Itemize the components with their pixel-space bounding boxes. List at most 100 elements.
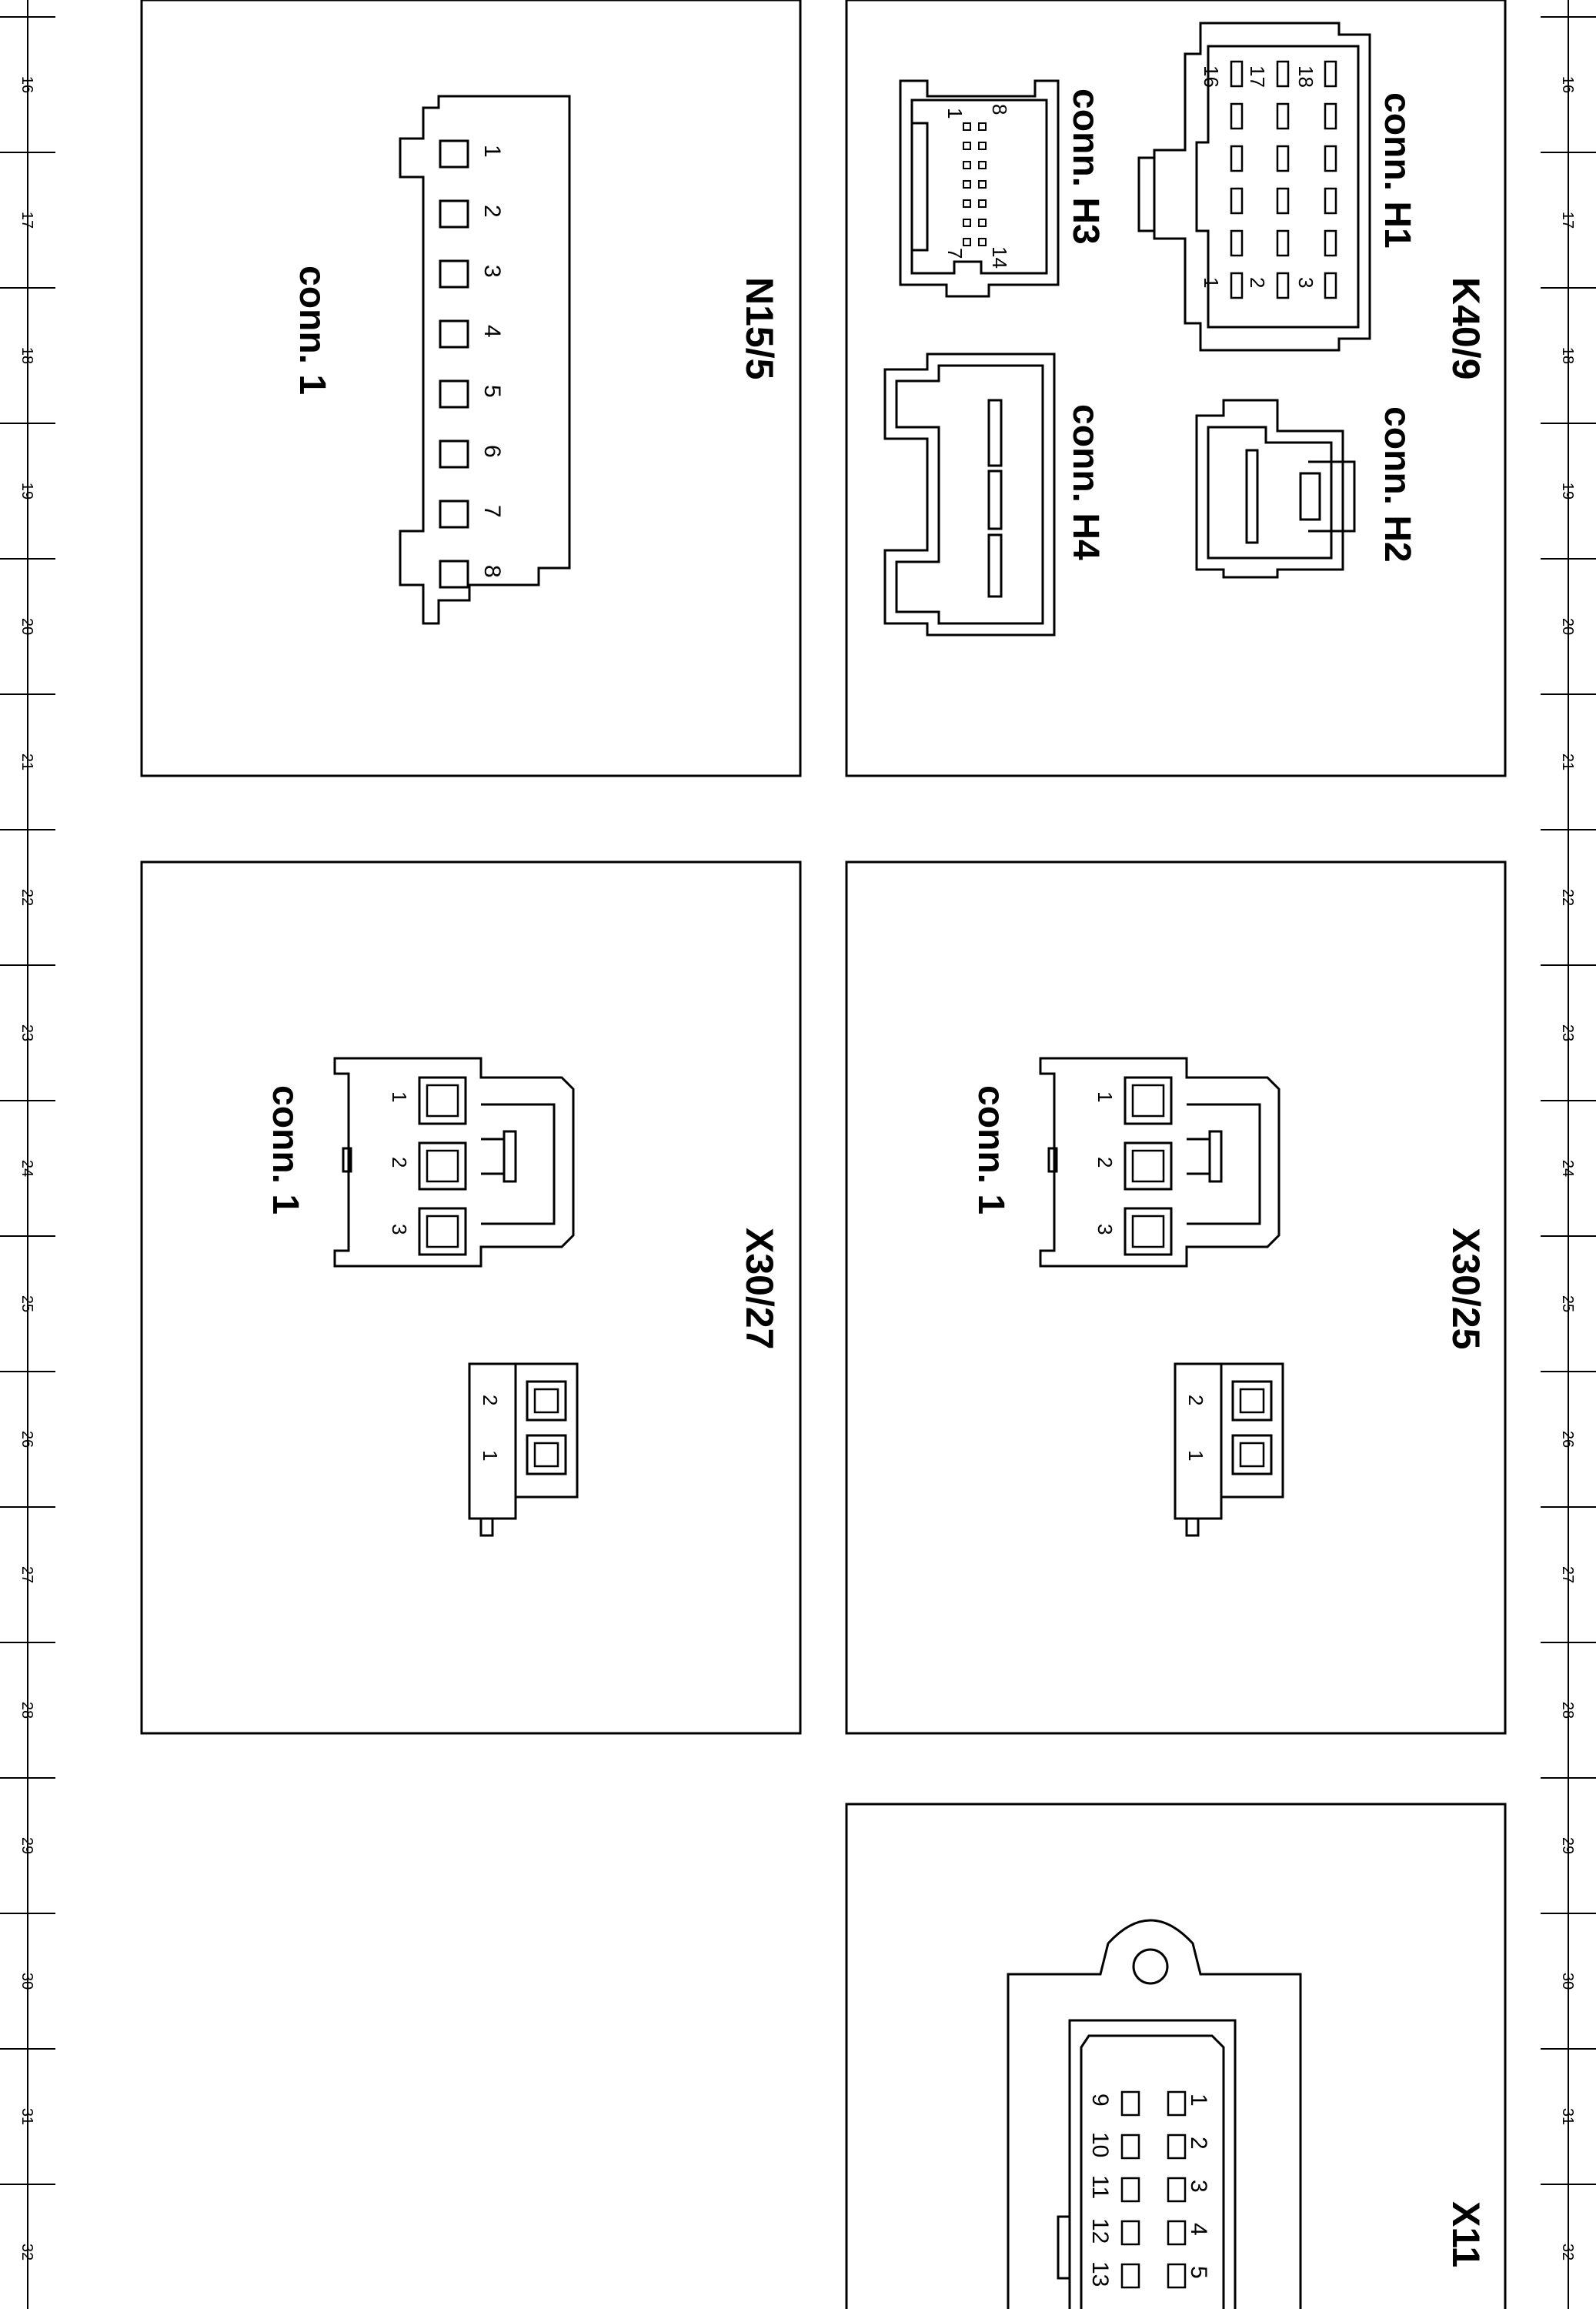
ruler-label-right-25: 25 — [1559, 1295, 1576, 1312]
n15-5-pin-6: 6 — [479, 445, 505, 458]
socket-outer — [1124, 1207, 1173, 1256]
ruler-label-left-28: 28 — [18, 1702, 35, 1719]
x30-25-title: X30/25 — [1444, 1228, 1487, 1349]
socket-outer — [1124, 1076, 1173, 1125]
x30-25-box — [845, 860, 1507, 1735]
h1-pin-slot — [1324, 60, 1337, 88]
ruler-label-left-25: 25 — [18, 1295, 35, 1312]
conn-h2-connector — [1195, 399, 1356, 579]
x30-25-section: X30/25 conn. 1 1 2 3 2 1 — [970, 1057, 1487, 1537]
x11-pin-socket — [1167, 2220, 1187, 2246]
x11-diagnostic-connector — [1007, 1919, 1302, 2309]
h1-pin-slot — [1230, 187, 1244, 215]
x11-pin-socket — [1120, 2220, 1140, 2246]
socket-outer — [418, 1076, 467, 1125]
x11-pin-socket — [1167, 2134, 1187, 2160]
x30-25-3pin-numbers: 1 2 3 — [1093, 1091, 1117, 1235]
h1-pin-17: 17 — [1246, 65, 1269, 88]
x11-pin-socket — [1167, 2263, 1187, 2289]
socket-inner — [533, 1388, 559, 1414]
ruler-label-left-26: 26 — [18, 1431, 35, 1448]
ruler-label-right-20: 20 — [1559, 618, 1576, 635]
x11-pin-13: 13 — [1087, 2261, 1113, 2287]
h3-pin-dot — [963, 180, 971, 189]
x11-pin-sockets — [1120, 2090, 1187, 2289]
x30-25-pin-3: 3 — [1093, 1224, 1117, 1235]
n15-5-pin-8: 8 — [479, 565, 505, 578]
socket-inner — [1131, 1215, 1165, 1248]
n15-5-pin-socket — [439, 139, 469, 169]
socket-outer — [526, 1434, 567, 1475]
ruler-label-left-17: 17 — [18, 212, 35, 229]
x11-section: X11 1 2 3 4 5 9 10 11 12 13 — [1007, 1919, 1487, 2309]
x30-27-pin-1: 1 — [388, 1091, 411, 1102]
x30-25-2pin-2: 2 — [1184, 1395, 1207, 1405]
ruler-label-right-19: 19 — [1559, 483, 1576, 500]
ruler-label-left-29: 29 — [18, 1837, 35, 1854]
socket-outer — [526, 1380, 567, 1422]
n15-5-conn-label: conn. 1 — [292, 266, 332, 395]
x30-27-box — [140, 860, 802, 1735]
h1-pin-slot — [1324, 102, 1337, 130]
ruler-label-left-27: 27 — [18, 1566, 35, 1583]
x11-pin-2: 2 — [1186, 2137, 1211, 2150]
socket-inner — [426, 1084, 459, 1118]
h3-pin-dot — [963, 199, 971, 208]
x11-pin-5: 5 — [1186, 2266, 1211, 2279]
ruler-label-right-28: 28 — [1559, 1702, 1576, 1719]
ruler-label-right-31: 31 — [1559, 2108, 1576, 2125]
n15-5-pin-3: 3 — [479, 265, 505, 278]
ruler-label-right-29: 29 — [1559, 1837, 1576, 1854]
ruler-label-left-18: 18 — [18, 347, 35, 364]
conn-h3-connector — [899, 79, 1060, 298]
n15-5-connector-body — [399, 95, 571, 625]
ruler-label-right-22: 22 — [1559, 889, 1576, 906]
x11-pin-socket — [1120, 2090, 1140, 2117]
ruler-label-left-22: 22 — [18, 889, 35, 906]
h3-pin-dot — [963, 219, 971, 227]
h3-pin-14: 14 — [988, 246, 1011, 269]
h1-pin-3: 3 — [1294, 277, 1317, 288]
conn-h4-connector — [883, 353, 1056, 637]
ruler-label-left-32: 32 — [18, 2244, 35, 2261]
h1-pin-slot — [1230, 60, 1244, 88]
ruler-label-left-19: 19 — [18, 483, 35, 500]
h3-pin-dot — [978, 219, 987, 227]
ruler-label-left-21: 21 — [18, 754, 35, 770]
h1-pin-slot — [1230, 229, 1244, 257]
x30-25-3pin-connector — [1039, 1057, 1280, 1268]
ruler-label-left-24: 24 — [18, 1160, 35, 1177]
h1-pin-slot — [1276, 229, 1290, 257]
x11-pin-socket — [1167, 2090, 1187, 2117]
h1-pin-slot — [1230, 272, 1244, 299]
h3-pin-1: 1 — [943, 108, 967, 119]
ruler-label-right-18: 18 — [1559, 347, 1576, 364]
h3-pin-dot — [963, 142, 971, 150]
x11-pin-socket — [1120, 2263, 1140, 2289]
h1-pin-18: 18 — [1294, 65, 1317, 88]
x30-27-2pin-connector — [468, 1362, 579, 1537]
x11-box — [845, 1803, 1507, 2309]
ruler-label-right-23: 23 — [1559, 1024, 1576, 1041]
conn-h1-pin-numbers: 16 17 18 1 2 3 — [1200, 65, 1317, 288]
n15-5-pin-2: 2 — [479, 205, 505, 218]
socket-inner — [1131, 1084, 1165, 1118]
h1-pin-slot — [1276, 102, 1290, 130]
ruler-label-right-17: 17 — [1559, 212, 1576, 229]
x30-25-2pin-connector — [1174, 1362, 1284, 1537]
x11-pin-numbers-row2: 9 10 11 12 13 — [1087, 2093, 1113, 2287]
h1-pin-slot — [1276, 145, 1290, 172]
x30-25-2pin-numbers: 2 1 — [1184, 1395, 1207, 1461]
x30-25-conn-label: conn. 1 — [970, 1085, 1011, 1215]
x11-pin-1: 1 — [1186, 2093, 1211, 2107]
x11-pin-numbers-row1: 1 2 3 4 5 — [1186, 2093, 1211, 2279]
x11-pin-4: 4 — [1186, 2223, 1211, 2236]
h3-pin-dot — [978, 238, 987, 246]
x30-27-2pin-2: 2 — [479, 1395, 502, 1405]
x11-pin-3: 3 — [1186, 2180, 1211, 2193]
n15-5-title: N15/5 — [738, 277, 781, 379]
x30-27-section: X30/27 conn. 1 1 2 3 2 1 — [265, 1057, 781, 1537]
